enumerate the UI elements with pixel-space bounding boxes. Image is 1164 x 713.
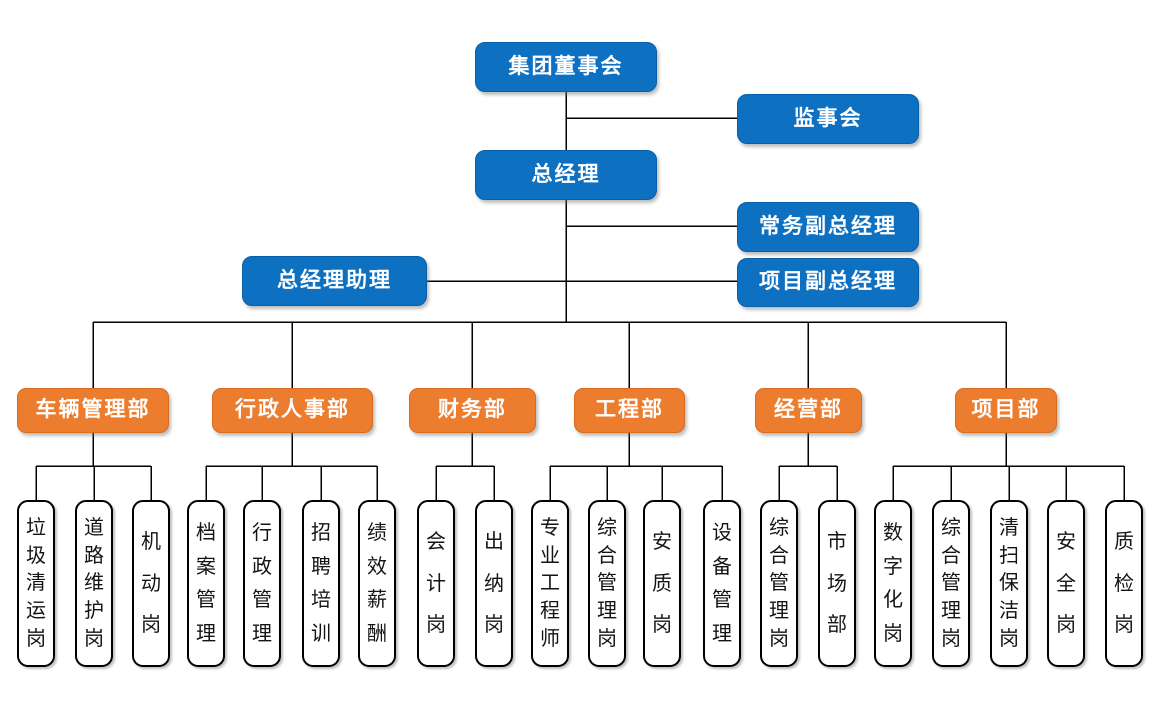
pos-performance-pay: 绩效薪酬 bbox=[358, 500, 396, 667]
pos-recruitment-training: 招聘培训 bbox=[302, 500, 340, 667]
node-dept-engineering: 工程部 bbox=[574, 388, 685, 433]
pos-cleaning: 清扫保洁岗 bbox=[990, 500, 1028, 667]
node-general-manager: 总经理 bbox=[475, 150, 657, 200]
node-dept-finance: 财务部 bbox=[409, 388, 536, 433]
node-dept-operations: 经营部 bbox=[755, 388, 862, 433]
node-executive-deputy-gm: 常务副总经理 bbox=[737, 202, 919, 252]
pos-proj-general-management: 综合管理岗 bbox=[932, 500, 970, 667]
node-supervisory-board: 监事会 bbox=[737, 94, 919, 144]
pos-accounting: 会计岗 bbox=[417, 500, 455, 667]
node-gm-assistant: 总经理助理 bbox=[242, 256, 427, 306]
pos-cashier: 出纳岗 bbox=[475, 500, 513, 667]
node-dept-project: 项目部 bbox=[955, 388, 1057, 433]
pos-digitalization: 数字化岗 bbox=[874, 500, 912, 667]
pos-archives-management: 档案管理 bbox=[187, 500, 225, 667]
pos-equipment-management: 设备管理 bbox=[703, 500, 741, 667]
pos-road-maintenance: 道路维护岗 bbox=[75, 500, 113, 667]
node-dept-admin-hr: 行政人事部 bbox=[212, 388, 373, 433]
pos-eng-general-management: 综合管理岗 bbox=[588, 500, 626, 667]
node-board: 集团董事会 bbox=[475, 42, 657, 92]
pos-safety: 安全岗 bbox=[1047, 500, 1085, 667]
pos-mobile: 机动岗 bbox=[132, 500, 170, 667]
pos-admin-management: 行政管理 bbox=[243, 500, 281, 667]
pos-safety-quality: 安质岗 bbox=[643, 500, 681, 667]
node-dept-vehicle-management: 车辆管理部 bbox=[17, 388, 169, 433]
pos-ops-general-management: 综合管理岗 bbox=[760, 500, 798, 667]
pos-quality-inspection: 质检岗 bbox=[1105, 500, 1143, 667]
pos-professional-engineer: 专业工程师 bbox=[531, 500, 569, 667]
pos-garbage-clearing: 垃圾清运岗 bbox=[17, 500, 55, 667]
node-project-deputy-gm: 项目副总经理 bbox=[737, 258, 919, 307]
pos-market: 市场部 bbox=[818, 500, 856, 667]
